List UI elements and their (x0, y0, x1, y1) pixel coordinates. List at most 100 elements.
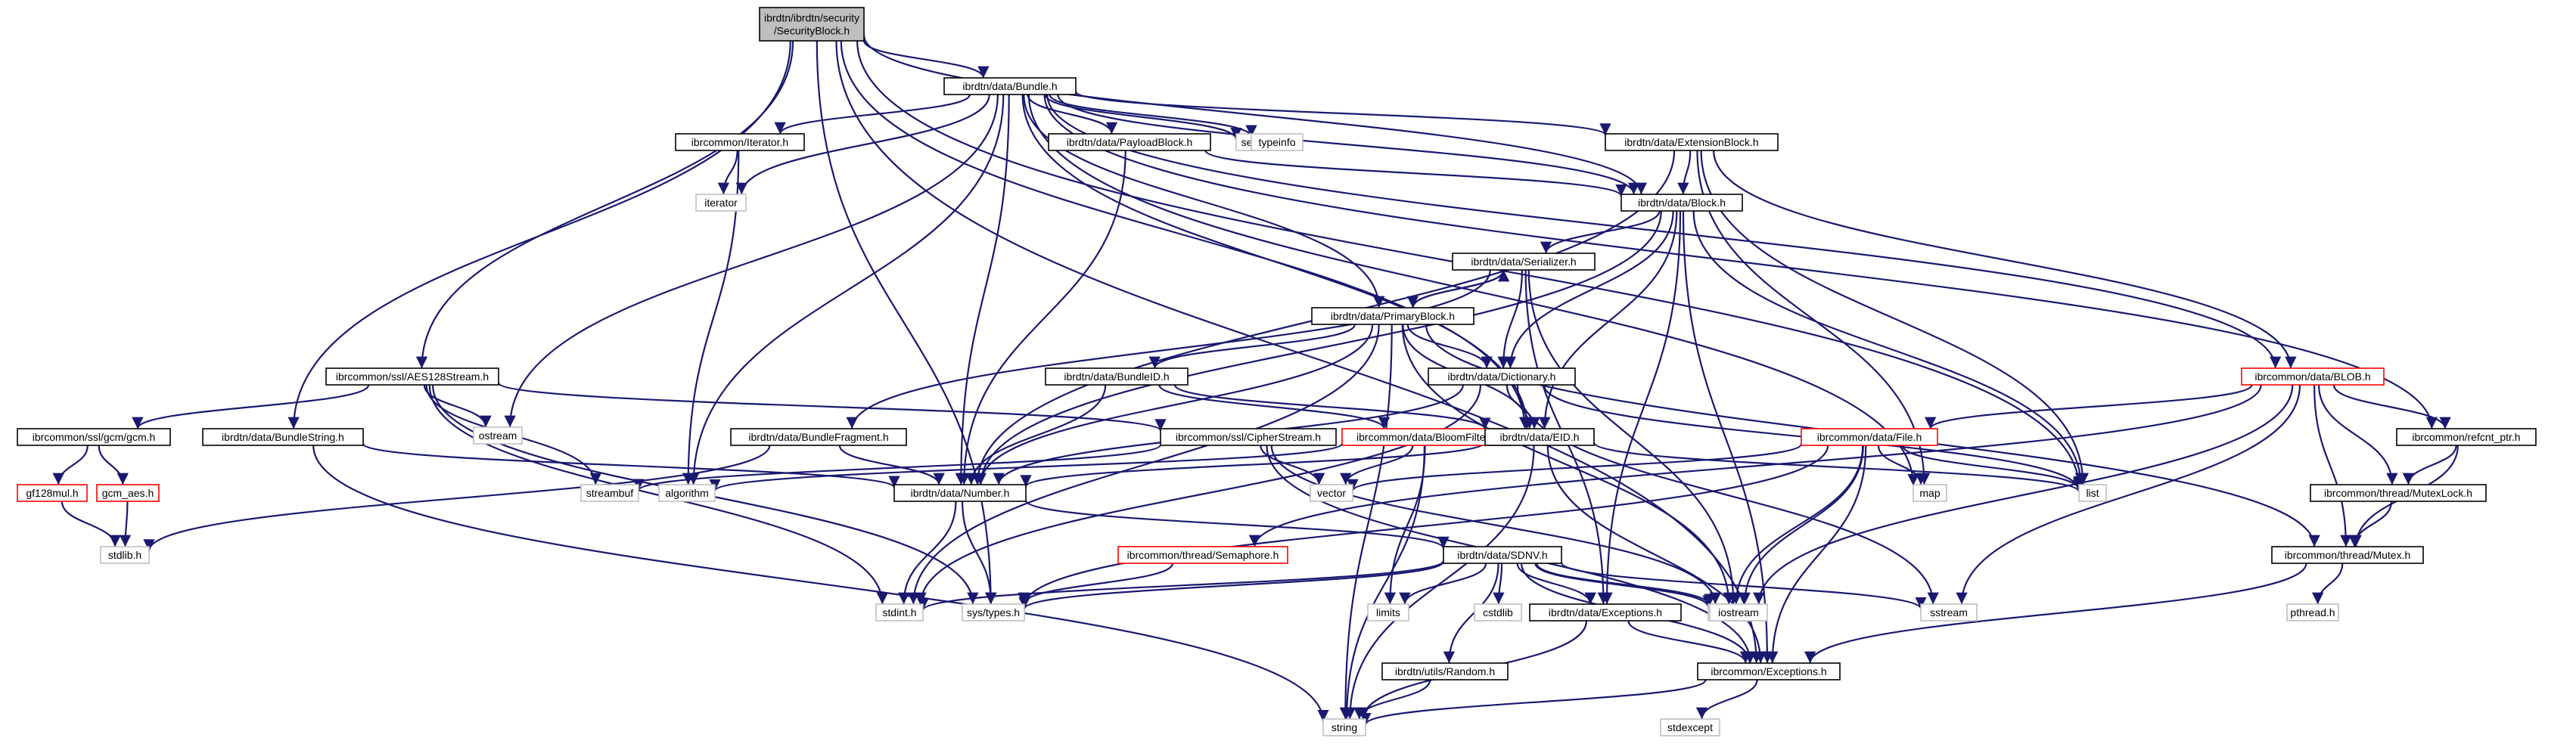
node-cstdlib: cstdlib (1474, 603, 1522, 622)
node-dictionary[interactable]: ibrdtn/data/Dictionary.h (1428, 367, 1576, 386)
dependency-edge-blob-to-semaphore (1248, 384, 2262, 547)
node-label-systypes: sys/types.h (967, 606, 1020, 618)
node-label-serializer: ibrdtn/data/Serializer.h (1471, 256, 1576, 268)
node-iterator_h[interactable]: ibrcommon/Iterator.h (675, 133, 805, 151)
node-block[interactable]: ibrdtn/data/Block.h (1620, 194, 1743, 212)
dependency-edge-primaryblock-to-number (974, 324, 1374, 485)
node-file[interactable]: ibrcommon/data/File.h (1801, 428, 1938, 446)
node-semaphore[interactable]: ibrcommon/thread/Semaphore.h (1117, 546, 1288, 564)
dependency-edge-bundle-to-ostream (504, 94, 999, 428)
node-label-semaphore: ibrcommon/thread/Semaphore.h (1127, 549, 1279, 561)
node-box-number (893, 484, 1027, 502)
node-label-bundleid: ibrdtn/data/BundleID.h (1064, 370, 1169, 383)
dependency-edge-serializer-to-bundlefragment (846, 269, 1491, 429)
node-label-file: ibrcommon/data/File.h (1817, 431, 1922, 443)
node-extensionblock[interactable]: ibrdtn/data/ExtensionBlock.h (1605, 133, 1779, 151)
node-stdint: stdint.h (875, 603, 924, 622)
node-bundlestring[interactable]: ibrdtn/data/BundleString.h (202, 428, 364, 446)
node-bundle[interactable]: ibrdtn/data/Bundle.h (943, 77, 1077, 95)
dependency-edge-bundlestring-to-number (362, 442, 900, 488)
dependency-edge-gcm-to-gf128 (52, 445, 89, 485)
node-label-aes: ibrcommon/ssl/AES128Stream.h (336, 370, 489, 383)
dependency-edge-random-to-string (1353, 679, 1431, 720)
dependency-edge-eid-to-list (1593, 442, 2085, 492)
dependency-edge-number-to-systypes (962, 501, 997, 605)
node-label-pthread: pthread.h (2290, 606, 2335, 618)
node-box-bundleid (1045, 367, 1189, 386)
node-mutex[interactable]: ibrcommon/thread/Mutex.h (2271, 546, 2424, 564)
node-dataexceptions[interactable]: ibrdtn/data/Exceptions.h (1529, 603, 1682, 622)
node-box-gf128 (17, 484, 88, 502)
node-box-blob (2241, 367, 2385, 386)
dependency-edge-sdnv-to-limits (1399, 563, 1487, 605)
node-box-stdint (875, 603, 924, 622)
node-box-cipherstream (1160, 428, 1337, 446)
node-box-algorithm (658, 484, 716, 502)
node-label-iterator: iterator (704, 197, 738, 209)
dependency-edge-bundle-to-eid (1021, 94, 1533, 429)
dependency-edge-eid-to-commonexceptions (1546, 445, 1767, 664)
node-eid[interactable]: ibrdtn/data/EID.h (1484, 428, 1595, 446)
dependency-edge-extensionblock-to-block (1677, 150, 1692, 195)
node-box-mutex (2271, 546, 2424, 564)
node-label-commonexceptions: ibrcommon/Exceptions.h (1711, 665, 1826, 677)
dependency-edge-bundlefragment-to-number (838, 445, 945, 485)
dependency-edge-root-to-block (862, 35, 1647, 195)
dependency-edge-bundle-to-refcnt (1043, 94, 2438, 429)
node-sdnv[interactable]: ibrdtn/data/SDNV.h (1443, 546, 1562, 564)
node-gcm[interactable]: ibrcommon/ssl/gcm/gcm.h (17, 428, 171, 446)
node-gcmaes[interactable]: gcm_aes.h (96, 484, 160, 502)
node-random[interactable]: ibrdtn/utils/Random.h (1381, 662, 1509, 680)
dependency-edge-primaryblock-to-stdint (907, 324, 1380, 605)
dependency-edge-extensionblock-to-blob (1713, 150, 2297, 369)
node-number[interactable]: ibrdtn/data/Number.h (893, 484, 1027, 502)
dependency-edge-block-to-number (974, 210, 1662, 485)
dependency-edge-primaryblock-to-string (1339, 324, 1393, 720)
node-label-eid: ibrdtn/data/EID.h (1499, 431, 1579, 443)
node-box-sdnv (1443, 546, 1562, 564)
node-payloadblock[interactable]: ibrdtn/data/PayloadBlock.h (1048, 133, 1211, 151)
node-label-vector: vector (1317, 487, 1346, 499)
dependency-edge-iterator_h-to-iterator (717, 150, 738, 195)
node-cipherstream[interactable]: ibrcommon/ssl/CipherStream.h (1160, 428, 1337, 446)
node-blob[interactable]: ibrcommon/data/BLOB.h (2241, 367, 2385, 386)
node-commonexceptions[interactable]: ibrcommon/Exceptions.h (1697, 662, 1841, 680)
dependency-edge-blob-to-iostream (1753, 384, 2294, 605)
node-gf128[interactable]: gf128mul.h (17, 484, 88, 502)
dependency-edge-dictionary-to-sstream (1516, 384, 1939, 605)
dependency-edge-file-to-systypes (1018, 445, 1829, 606)
node-primaryblock[interactable]: ibrdtn/data/PrimaryBlock.h (1311, 307, 1474, 325)
dependency-edge-aes-to-cipherstream (497, 382, 1167, 432)
node-label-iterator_h: ibrcommon/Iterator.h (691, 136, 788, 148)
node-label-dictionary: ibrdtn/data/Dictionary.h (1448, 370, 1556, 383)
node-box-pthread (2286, 603, 2339, 622)
nodes-layer: ibrdtn/ibrdtn/security/SecurityBlock.h ib… (17, 7, 2537, 736)
node-box-iterator (695, 194, 747, 212)
node-box-mutexlock (2310, 484, 2487, 502)
node-label-primaryblock: ibrdtn/data/PrimaryBlock.h (1331, 310, 1455, 322)
node-mutexlock[interactable]: ibrcommon/thread/MutexLock.h (2310, 484, 2487, 502)
dependency-edge-serializer-to-dictionary (1497, 269, 1523, 369)
node-aes[interactable]: ibrcommon/ssl/AES128Stream.h (325, 367, 499, 386)
node-bundleid[interactable]: ibrdtn/data/BundleID.h (1045, 367, 1189, 386)
node-vector: vector (1310, 484, 1353, 502)
node-refcnt[interactable]: ibrcommon/refcnt_ptr.h (2396, 428, 2537, 446)
node-systypes: sys/types.h (962, 603, 1025, 622)
node-label-list: list (2086, 487, 2099, 499)
node-label-typeinfo: typeinfo (1258, 136, 1295, 148)
node-label-payloadblock: ibrdtn/data/PayloadBlock.h (1067, 136, 1193, 148)
node-label-blob: ibrcommon/data/BLOB.h (2254, 370, 2370, 383)
node-serializer[interactable]: ibrdtn/data/Serializer.h (1452, 253, 1596, 271)
node-box-dictionary (1428, 367, 1576, 386)
node-label-dataexceptions: ibrdtn/data/Exceptions.h (1549, 606, 1662, 618)
node-box-limits (1367, 603, 1409, 622)
node-bundlefragment[interactable]: ibrdtn/data/BundleFragment.h (730, 428, 907, 446)
node-box-cstdlib (1474, 603, 1522, 622)
node-root[interactable]: ibrdtn/ibrdtn/security/SecurityBlock.h (759, 7, 865, 42)
node-box-aes (325, 367, 499, 386)
dependency-edge-dictionary-to-stdint (915, 384, 1481, 605)
node-label-bloomfilter: ibrcommon/data/BloomFilter.h (1356, 431, 1497, 443)
node-label-gcmaes: gcm_aes.h (102, 487, 154, 499)
node-label-gcm: ibrcommon/ssl/gcm/gcm.h (33, 431, 156, 443)
dependency-edge-sdnv-to-stdint (917, 560, 1445, 611)
